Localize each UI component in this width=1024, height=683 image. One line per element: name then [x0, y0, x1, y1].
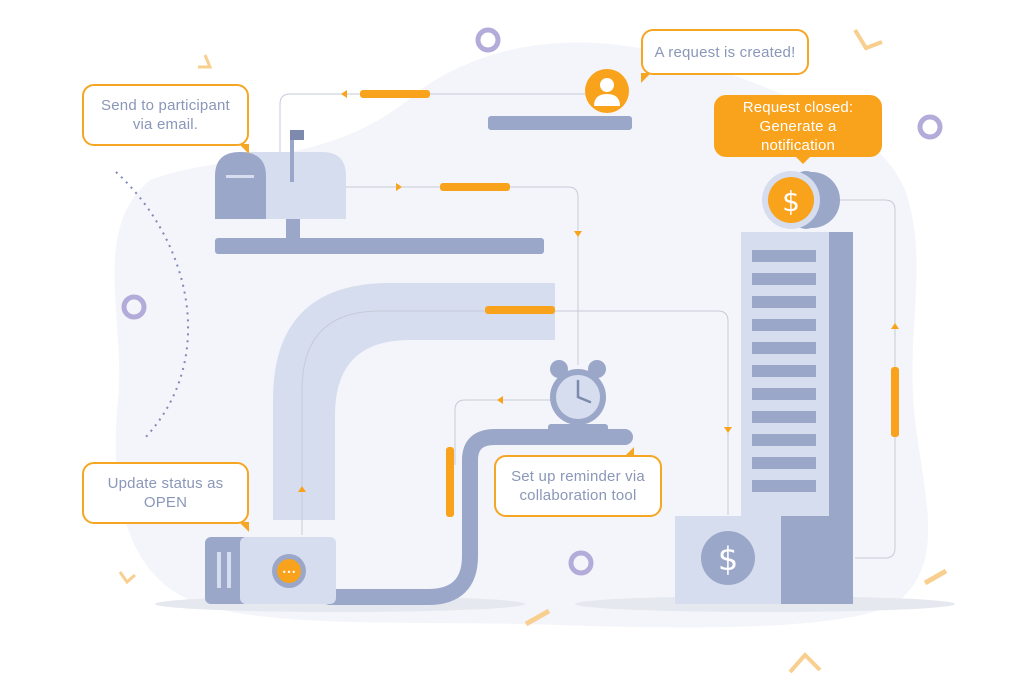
decor-chevron [198, 54, 213, 69]
flow-dash [440, 183, 510, 191]
decor-ring-top [475, 27, 501, 53]
user-avatar-head [600, 78, 614, 92]
arrow-down [574, 231, 582, 237]
ellipsis-icon: ••• [282, 568, 296, 577]
notification-coin-icon [768, 177, 814, 223]
conveyor-pipe [322, 429, 633, 605]
bubble-update-status-text: Update status as OPEN [107, 475, 224, 511]
flow-dash [485, 306, 555, 314]
decor-chevron [118, 571, 136, 585]
connector-line [454, 399, 555, 465]
mailbox-door [215, 152, 266, 219]
bubble-request-closed: Request closed: Generate a notification [714, 95, 882, 164]
arrow-up [891, 323, 899, 329]
bubble-tail [794, 155, 812, 164]
connector-line [279, 93, 585, 155]
dollar-sign-icon: $ [718, 540, 738, 578]
bubble-send-email: Send to participant via email. [82, 84, 249, 154]
decor-dash [923, 568, 948, 586]
bubble-request-created-text: A request is created! [654, 43, 796, 61]
status-device-grill [227, 552, 231, 588]
dollar-coin-icon [701, 531, 755, 585]
dollar-sign-icon: $ [782, 185, 800, 218]
bubble-set-reminder: Set up reminder via collaboration tool [494, 447, 662, 517]
user-avatar-body [594, 94, 620, 106]
mailbox-flag-icon [290, 130, 304, 140]
bubble-request-closed-text: Request closed: Generate a notification [742, 98, 854, 154]
mailbox-shelf [215, 238, 544, 254]
bubble-tail [239, 144, 249, 154]
bubble-send-email-text: Send to participant via email. [101, 97, 230, 133]
arrow-right [396, 183, 402, 191]
flow-dash [891, 367, 899, 437]
mailbox-flag-pole [290, 130, 294, 182]
clock-base [548, 424, 608, 432]
decor-chevron [788, 652, 822, 674]
connector-line [346, 186, 579, 365]
clock-hands [576, 379, 592, 404]
decor-chevron [853, 28, 883, 51]
decor-ring-left [121, 294, 147, 320]
status-device-grill [217, 552, 221, 588]
avatar-shelf [488, 116, 632, 130]
connector-line [301, 310, 729, 535]
decor-dash [524, 608, 551, 627]
decor-ring-bottom [568, 550, 594, 576]
arrow-left [341, 90, 347, 98]
arrow-left [497, 396, 503, 404]
decor-ring-right [917, 114, 943, 140]
mailbox-post [286, 218, 300, 240]
tower-stripes [752, 250, 816, 492]
mailbox-slot [226, 175, 254, 178]
status-indicator-icon [277, 559, 301, 583]
arrow-up [298, 486, 306, 492]
flow-dash [446, 447, 454, 517]
arrow-down [724, 427, 732, 433]
bubble-tail [239, 522, 249, 532]
bubble-tail [624, 447, 634, 457]
flow-dash [360, 90, 430, 98]
curved-pipe [273, 283, 555, 520]
bubble-request-created: A request is created! [641, 29, 809, 83]
bubble-update-status: Update status as OPEN [82, 462, 249, 532]
bubble-set-reminder-text: Set up reminder via collaboration tool [511, 468, 645, 504]
bubble-tail [641, 73, 651, 83]
mailbox-body [240, 152, 346, 219]
